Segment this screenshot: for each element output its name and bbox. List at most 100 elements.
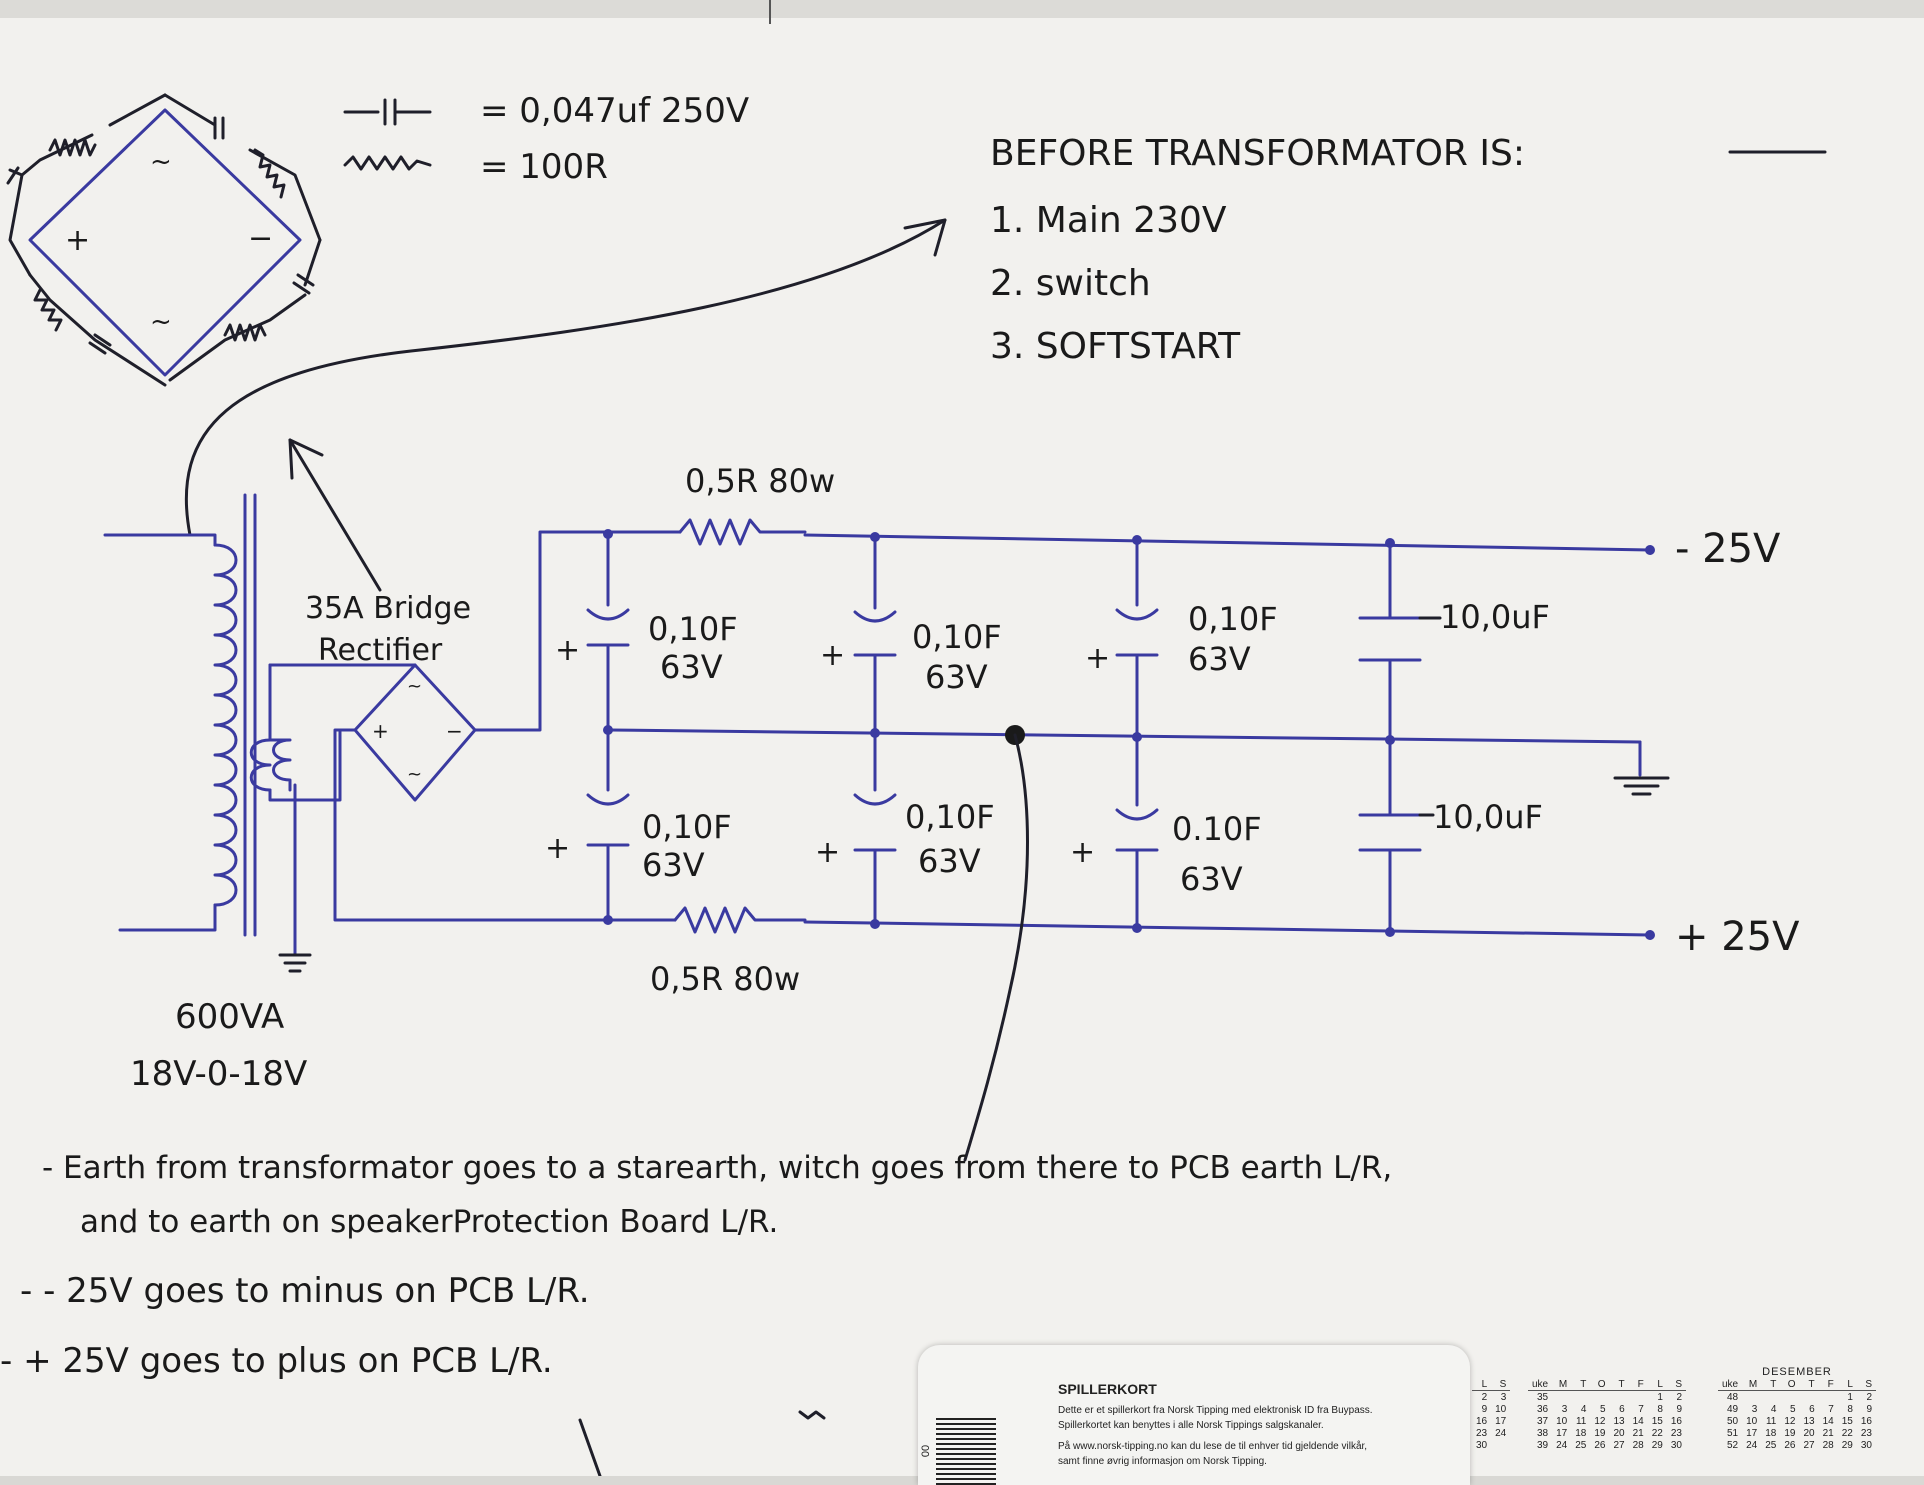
calendar-day-cell: 26 xyxy=(1594,1439,1606,1451)
calendar-day-cell: 25 xyxy=(1765,1439,1777,1451)
calendar-day-cell: 9 xyxy=(1866,1403,1872,1415)
bridge-pointer-arrow xyxy=(288,438,382,592)
symbol-legend: = 0,047uf 250V = 100R xyxy=(343,91,749,187)
calendar-day-cell: 24 xyxy=(1746,1439,1758,1451)
card-text-4: samt finne øvrig informasjon om Norsk Ti… xyxy=(1058,1456,1267,1467)
calendar-header-cell: O xyxy=(1780,1378,1800,1391)
svg-text:+: + xyxy=(372,719,389,743)
card-text-3: På www.norsk-tipping.no kan du lese de t… xyxy=(1058,1441,1368,1452)
before-transformer-list: BEFORE TRANSFORMATOR IS: 1. Main 230V 2.… xyxy=(990,133,1827,367)
calendar-day-cell: 15 xyxy=(1651,1415,1663,1427)
calendar-day-cell xyxy=(1742,1391,1761,1404)
calendar-header-cell: T xyxy=(1761,1378,1781,1391)
calendar-header-cell: uke xyxy=(1718,1378,1743,1391)
calendar-day-cell: 35 xyxy=(1537,1391,1549,1403)
barcode-text: 00 xyxy=(920,1444,933,1458)
calendar-day-cell: 11 xyxy=(1765,1415,1777,1427)
calendar-day-cell: 30 xyxy=(1670,1439,1682,1451)
note-line-1: - Earth from transformator goes to a sta… xyxy=(42,1150,1392,1186)
barcode xyxy=(936,1415,996,1485)
svg-text:−: − xyxy=(248,221,273,256)
calendar-day-cell: 14 xyxy=(1632,1415,1644,1427)
calendar-day-cell: 50 xyxy=(1727,1415,1739,1427)
negative-rail xyxy=(603,518,1655,555)
calendar-header-cell: uke xyxy=(1528,1378,1553,1391)
cap-value: 0.10F xyxy=(1172,810,1262,848)
svg-text:−: − xyxy=(446,719,463,743)
ground-rail xyxy=(608,728,1670,796)
note-line-2: and to earth on speakerProtection Board … xyxy=(80,1204,778,1240)
calendar-day-cell: 48 xyxy=(1727,1391,1739,1403)
calendar-day-cell: 2 xyxy=(1676,1391,1682,1403)
before-transformer-heading: BEFORE TRANSFORMATOR IS: xyxy=(990,133,1525,174)
legend-capacitor-symbol xyxy=(343,98,432,126)
calendar-day-cell: 16 xyxy=(1670,1415,1682,1427)
note-line-4: - + 25V goes to plus on PCB L/R. xyxy=(0,1341,553,1381)
svg-text:+: + xyxy=(65,223,90,258)
capacitor-bank: + + + + + + 0,10F 63V 0,10F 63V 0,10F 63… xyxy=(545,529,1550,937)
calendar-day-cell: 29 xyxy=(1841,1439,1853,1451)
calendar-day-cell: 7 xyxy=(1638,1403,1644,1415)
calendar-day-cell: 12 xyxy=(1594,1415,1606,1427)
calendar-day-cell xyxy=(1552,1391,1571,1404)
calendar-day-cell: 38 xyxy=(1537,1427,1549,1439)
cap-value: 0,10F xyxy=(648,610,738,648)
paper-top-edge xyxy=(0,0,1924,18)
svg-text:+: + xyxy=(545,831,570,866)
transformer-rating: 600VA xyxy=(175,997,284,1037)
primary-arrow xyxy=(184,218,947,537)
star-earth-pointer xyxy=(963,725,1029,1162)
calendar-day-cell: 13 xyxy=(1803,1415,1815,1427)
calendar-day-cell: 12 xyxy=(1784,1415,1796,1427)
calendar-header-cell: T xyxy=(1609,1378,1629,1391)
svg-text:~: ~ xyxy=(150,307,172,337)
calendar-day-cell: 22 xyxy=(1651,1427,1663,1439)
svg-text:~: ~ xyxy=(407,764,422,785)
calendar-day-cell xyxy=(1819,1391,1838,1404)
calendar-day-cell xyxy=(1571,1391,1590,1404)
calendar-day-cell: 21 xyxy=(1632,1427,1644,1439)
list-item-main: 1. Main 230V xyxy=(990,200,1227,241)
cap-voltage: 63V xyxy=(925,658,988,696)
calendar-day-cell: 26 xyxy=(1784,1439,1796,1451)
bridge-snubber-sketch: ~ ~ + − xyxy=(6,93,322,387)
cap-voltage: 63V xyxy=(660,648,723,686)
calendar-day-cell: 3 xyxy=(1751,1403,1758,1415)
svg-text:+: + xyxy=(820,638,845,673)
resistor-top-label: 0,5R 80w xyxy=(685,462,835,500)
calendar-day-cell xyxy=(1780,1391,1799,1404)
list-item-switch: 2. switch xyxy=(990,263,1151,304)
calendar-day-cell: 10 xyxy=(1556,1415,1568,1427)
calendar-day-cell: 13 xyxy=(1613,1415,1625,1427)
calendar-day-cell: 52 xyxy=(1727,1439,1739,1451)
calendar-day-cell: 23 xyxy=(1670,1427,1682,1439)
film-cap-value: 10,0uF xyxy=(1440,598,1550,636)
spillerkort-card: 00 SPILLERKORT Dette er et spillerkort f… xyxy=(918,1345,1470,1485)
card-text-2: Spillerkortet kan benyttes i alle Norsk … xyxy=(1058,1420,1324,1431)
calendar-day-cell: 20 xyxy=(1803,1427,1815,1439)
calendar-day-cell: 1 xyxy=(1847,1391,1853,1403)
wiring-notes: - Earth from transformator goes to a sta… xyxy=(0,1150,1392,1476)
calendar-day-cell: 27 xyxy=(1803,1439,1815,1451)
note-line-3: - - 25V goes to minus on PCB L/R. xyxy=(20,1271,590,1311)
cap-voltage: 63V xyxy=(642,846,705,884)
calendar-day-cell: 24 xyxy=(1556,1439,1568,1451)
calendar-header-cell: L xyxy=(1647,1378,1667,1391)
calendar-day-cell: 17 xyxy=(1746,1427,1758,1439)
positive-rail xyxy=(603,906,1655,940)
card-body: Dette er et spillerkort fra Norsk Tippin… xyxy=(1058,1403,1458,1469)
cap-voltage: 63V xyxy=(1188,640,1251,678)
calendar-header-cell: T xyxy=(1571,1378,1591,1391)
calendar-day-cell: 18 xyxy=(1765,1427,1777,1439)
svg-text:+: + xyxy=(1085,641,1110,676)
calendar-day-cell: 6 xyxy=(1809,1403,1815,1415)
bridge-label-line1: 35A Bridge xyxy=(305,591,471,626)
